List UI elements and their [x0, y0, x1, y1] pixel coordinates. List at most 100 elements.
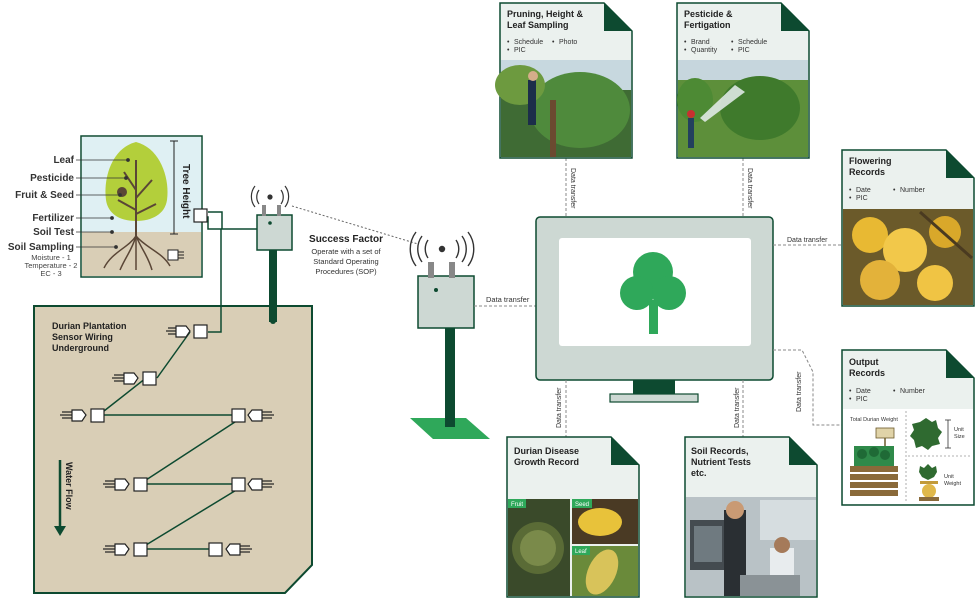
wifi-signal-icon	[250, 185, 290, 208]
card-flowering	[841, 149, 975, 307]
card-flowering-bullet: PIC	[856, 195, 868, 202]
tree-height-bracket	[170, 140, 178, 235]
card-pruning	[495, 2, 633, 159]
sensor-node-icon	[103, 542, 148, 557]
sensor-node-icon	[166, 324, 208, 339]
sensor-node-icon	[112, 371, 157, 386]
soil-test-label: Soil Test	[33, 227, 75, 238]
card-output-title-line2: Records	[849, 368, 885, 378]
tag-seed-label: Seed	[575, 502, 589, 508]
data-transfer-lines	[565, 158, 842, 437]
card-photo	[843, 209, 973, 305]
card-flowering-bullet-dot: •	[893, 187, 896, 194]
tree-height-label: Tree Height	[180, 164, 191, 219]
success-factor-line2: Standard Operating	[313, 257, 378, 266]
card-pesticide-bullet: Brand	[691, 39, 710, 46]
card-pruning-bullet-dot: •	[507, 39, 510, 46]
card-output-title-line1: Output	[849, 357, 879, 367]
card-pruning-bullet: Photo	[559, 39, 577, 46]
durian-weight-icon	[919, 464, 939, 501]
card-pruning-bullet-dot: •	[552, 39, 555, 46]
tree-logo-icon	[620, 252, 686, 334]
sensor-wiring	[103, 211, 258, 550]
tag-fruit	[508, 499, 526, 508]
card-flowering-bullet-dot: •	[849, 195, 852, 202]
soil-metric-moisture: Moisture - 1	[31, 253, 71, 262]
field-sensor-small	[256, 205, 293, 324]
plantation-title-line2: Sensor Wiring	[52, 332, 113, 342]
sensor-node-icon	[60, 408, 105, 423]
card-pruning-bullet: Schedule	[514, 39, 543, 46]
card-pesticide-bullet-dot: •	[684, 47, 687, 54]
card-output-bullet-dot: •	[893, 388, 896, 395]
fertilizer-label: Fertilizer	[32, 213, 74, 224]
data-transfer-label: Data transfer	[746, 168, 753, 209]
tree-panel: Tree Height	[80, 135, 203, 278]
card-output-bullet-dot: •	[849, 388, 852, 395]
success-factor-line3: Procedures (SOP)	[315, 267, 377, 276]
wifi-signal-icon	[409, 231, 475, 267]
soil-sampling-label: Soil Sampling	[8, 242, 74, 253]
soil-metric-ec: EC - 3	[40, 269, 61, 278]
card-soil-title-line1: Soil Records,	[691, 446, 749, 456]
card-pesticide-title-line2: Fertigation	[684, 20, 731, 30]
sensor-node-icon	[208, 542, 252, 557]
data-transfer-label: Data transfer	[556, 387, 563, 428]
card-photo	[686, 497, 816, 596]
card-flowering-bullet-dot: •	[849, 187, 852, 194]
card-pesticide-bullet: Schedule	[738, 39, 767, 46]
card-pruning-title-line2: Leaf Sampling	[507, 20, 569, 30]
leaf-label: Leaf	[53, 155, 74, 166]
tag-fruit-label: Fruit	[511, 502, 523, 508]
tag-leaf-label: Leaf	[575, 549, 587, 555]
wireless-link-line	[291, 205, 419, 245]
card-photo	[495, 60, 631, 157]
unit-weight-label: Weight	[944, 481, 961, 487]
card-pruning-bullet: PIC	[514, 47, 526, 54]
card-flowering-bullet: Date	[856, 187, 871, 194]
card-pesticide-bullet: Quantity	[691, 47, 718, 54]
card-photo	[508, 499, 638, 596]
card-pesticide-bullet-dot: •	[731, 47, 734, 54]
card-pesticide-title-line1: Pesticide &	[684, 9, 733, 19]
unit-size-label: Unit	[954, 427, 964, 433]
soil-probe-icon	[167, 249, 184, 261]
success-factor-title: Success Factor	[309, 234, 383, 245]
tag-seed	[572, 499, 592, 508]
success-factor-line1: Operate with a set of	[311, 247, 381, 256]
tag-leaf	[572, 546, 590, 555]
card-pruning-title-line1: Pruning, Height &	[507, 9, 583, 19]
card-disease	[506, 436, 640, 598]
card-soil-title-line2: Nutrient Tests	[691, 457, 751, 467]
card-output-bullet: PIC	[856, 396, 868, 403]
plantation-title-line1: Durian Plantation	[52, 321, 127, 331]
roots-icon	[103, 235, 171, 271]
unit-weight-label: Unit	[944, 474, 954, 480]
card-flowering-title-line1: Flowering	[849, 156, 892, 166]
water-flow-label: Water Flow	[64, 462, 74, 511]
total-durian-weight-label: Total Durian Weight	[850, 417, 898, 423]
sensor-node-icon	[103, 477, 148, 492]
card-soil-title-line3: etc.	[691, 468, 707, 478]
data-transfer-label: Data transfer	[787, 237, 828, 244]
plantation-panel	[33, 305, 313, 594]
card-soil	[684, 436, 818, 598]
plantation-title-line3: Underground	[52, 343, 109, 353]
weighing-scale-icon	[850, 427, 898, 496]
card-flowering-bullet: Number	[900, 187, 926, 194]
data-transfer-label: Data transfer	[734, 387, 741, 428]
card-flowering-title-line2: Records	[849, 167, 885, 177]
sensor-node-icon	[231, 477, 274, 492]
data-transfer-label: Data transfer	[569, 168, 576, 209]
unit-size-label: Size	[954, 434, 965, 440]
card-output-bullet: Date	[856, 388, 871, 395]
soil-metric-temperature: Temperature - 2	[25, 261, 78, 270]
fruit-seed-label: Fruit & Seed	[15, 190, 74, 201]
tree-leader-lines	[76, 158, 130, 249]
card-pesticide	[676, 2, 810, 159]
field-sensor-large	[410, 262, 490, 439]
card-output	[841, 349, 975, 506]
card-photo	[677, 60, 808, 157]
card-pruning-bullet-dot: •	[507, 47, 510, 54]
card-pesticide-bullet-dot: •	[731, 39, 734, 46]
